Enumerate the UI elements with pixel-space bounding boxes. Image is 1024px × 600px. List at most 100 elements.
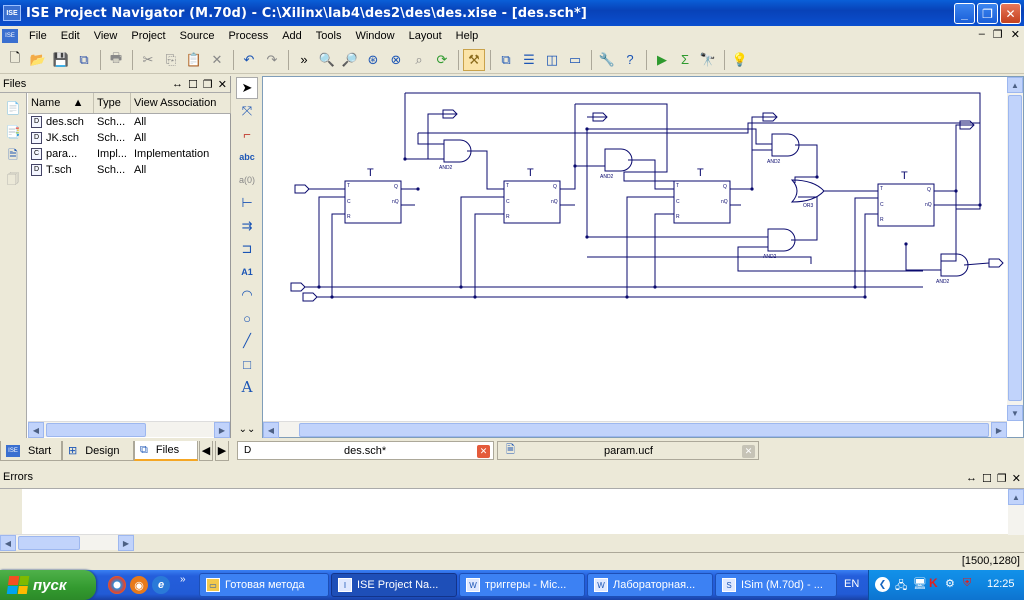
panel-close-icon[interactable]: ✕ (1011, 473, 1021, 485)
canvas-horizontal-scrollbar[interactable]: ◀ ▶ (263, 421, 1007, 438)
undo-icon[interactable]: ↶ (243, 51, 255, 67)
tile-vertical-icon[interactable]: ◫ (545, 51, 559, 67)
add-text-icon[interactable]: A (241, 378, 253, 396)
select-arrow-icon[interactable]: ➤ (236, 77, 258, 99)
add-circle-icon[interactable]: ○ (243, 310, 251, 326)
tile-horizontal-icon[interactable]: ☰ (523, 51, 535, 67)
panel-close-icon[interactable]: ✕ (217, 79, 227, 91)
menu-add[interactable]: Add (282, 29, 302, 42)
scroll-thumb[interactable] (18, 536, 80, 550)
add-io-marker-icon[interactable]: ⇉ (241, 218, 253, 233)
save-all-icon[interactable]: ⧉ (79, 51, 89, 67)
internet-explorer-icon[interactable]: e (152, 576, 170, 594)
zoom-selection-icon[interactable]: ⊗ (390, 51, 402, 67)
scroll-left-icon[interactable]: ◀ (263, 422, 279, 438)
network-icon[interactable]: 🖧 (895, 580, 908, 592)
delete-icon[interactable]: ✕ (211, 51, 223, 67)
security-icon[interactable]: ⛨ (963, 577, 972, 589)
add-bus-tap-icon[interactable]: ⊢ (241, 195, 253, 210)
more-tools-icon[interactable]: ⌄⌄ (238, 423, 256, 435)
add-copy-source-icon[interactable]: 📑 (5, 125, 21, 139)
scroll-up-icon[interactable]: ▲ (1007, 77, 1023, 93)
float-window-icon[interactable]: ▭ (568, 51, 582, 67)
network-disconnected-icon[interactable]: 🖥 (913, 578, 927, 590)
run-icon[interactable]: ▶ (657, 51, 667, 67)
lightbulb-icon[interactable]: 💡 (731, 51, 749, 67)
start-button[interactable]: пуск (0, 570, 96, 600)
zoom-in-icon[interactable]: 🔍 (318, 51, 336, 67)
mdi-minimize-icon[interactable]: – (978, 28, 985, 40)
menu-layout[interactable]: Layout (408, 29, 442, 42)
mdi-close-icon[interactable]: ✕ (1010, 29, 1020, 41)
hammer-icon[interactable]: ⚒ (463, 48, 485, 71)
add-net-name-icon[interactable]: abc (239, 152, 255, 162)
browser-icon[interactable]: ◉ (130, 576, 148, 594)
antivirus-icon[interactable]: K (929, 576, 938, 590)
close-tab-icon[interactable]: ✕ (477, 445, 490, 458)
rename-bus-icon[interactable]: a(0) (238, 175, 255, 185)
menu-tools[interactable]: Tools (315, 29, 342, 42)
errors-vertical-scrollbar[interactable]: ▲ (1008, 489, 1024, 535)
column-header-view-association[interactable]: View Association (131, 93, 231, 113)
add-line-icon[interactable]: ╱ (243, 333, 251, 348)
column-header-type[interactable]: Type (94, 93, 131, 113)
scroll-left-icon[interactable]: ◀ (28, 422, 44, 438)
panel-float-icon[interactable]: ↔ (966, 472, 978, 484)
scroll-up-icon[interactable]: ▲ (1008, 489, 1024, 505)
cascade-windows-icon[interactable]: ⧉ (501, 51, 511, 67)
context-help-icon[interactable]: ? (626, 52, 634, 67)
canvas-hscroll-thumb[interactable] (299, 423, 989, 437)
devices-icon[interactable]: ⚙ (945, 578, 955, 590)
scroll-right-icon[interactable]: ▶ (214, 422, 230, 438)
telescope-icon[interactable]: 🔭 (699, 51, 717, 67)
tab-start[interactable]: ISE Start (0, 441, 62, 461)
tab-scroll-right-icon[interactable]: ▶ (215, 441, 229, 461)
scroll-down-icon[interactable]: ▼ (1007, 405, 1023, 421)
taskbar-item[interactable]: ▭Готовая метода (199, 573, 329, 597)
save-icon[interactable]: 💾 (52, 51, 70, 67)
tab-design[interactable]: ⊞ Design (62, 441, 134, 461)
redo-icon[interactable]: ↷ (266, 51, 278, 67)
add-instance-icon[interactable]: A1 (241, 267, 253, 277)
column-header-name[interactable]: Name ▲ (28, 93, 94, 113)
scroll-right-icon[interactable]: ▶ (991, 422, 1007, 438)
sigma-icon[interactable]: Σ (680, 52, 690, 67)
close-tab-icon[interactable]: ✕ (742, 445, 755, 458)
zoom-full-icon[interactable]: ⊛ (367, 51, 379, 67)
panel-maximize-icon[interactable]: ❐ (202, 79, 213, 91)
menu-source[interactable]: Source (179, 29, 215, 42)
tab-param-ucf[interactable]: 🗎 param.ucf ✕ (497, 441, 759, 460)
canvas-vertical-scrollbar[interactable]: ▲ ▼ (1007, 77, 1023, 421)
title-bar[interactable]: ISE ISE Project Navigator (M.70d) - C:\X… (0, 0, 1024, 26)
add-arc-icon[interactable]: ◠ (241, 287, 253, 302)
errors-horizontal-scrollbar[interactable]: ◀ ▶ (0, 534, 134, 551)
scroll-left-icon[interactable]: ◀ (0, 535, 16, 551)
panel-restore-icon[interactable]: ☐ (188, 79, 198, 91)
new-file-icon[interactable]: 🗋 (9, 49, 21, 65)
language-indicator[interactable]: EN (844, 578, 860, 590)
panel-float-icon[interactable]: ↔ (172, 78, 184, 90)
quicklaunch-overflow-icon[interactable]: » (180, 574, 186, 585)
menu-help[interactable]: Help (455, 29, 479, 42)
scroll-right-icon[interactable]: ▶ (118, 535, 134, 551)
panel-restore-icon[interactable]: ☐ (982, 473, 992, 485)
minimize-button[interactable]: _ (954, 3, 975, 24)
files-horizontal-scrollbar[interactable]: ◀ ▶ (28, 421, 230, 438)
menu-view[interactable]: View (93, 29, 118, 42)
paste-icon[interactable]: 📋 (185, 51, 203, 67)
new-source-icon[interactable]: 🗎 (8, 147, 18, 162)
wrench-icon[interactable]: 🔧 (598, 51, 616, 67)
clock[interactable]: 12:25 (987, 578, 1015, 590)
mdi-restore-icon[interactable]: ❐ (992, 29, 1003, 41)
ise-logo-icon[interactable]: ISE (2, 28, 18, 43)
zoom-area-icon[interactable]: ⌕ (415, 51, 423, 67)
auto-route-icon[interactable]: ⤧ (241, 103, 253, 118)
add-symbol-icon[interactable]: ⊐ (241, 241, 253, 256)
